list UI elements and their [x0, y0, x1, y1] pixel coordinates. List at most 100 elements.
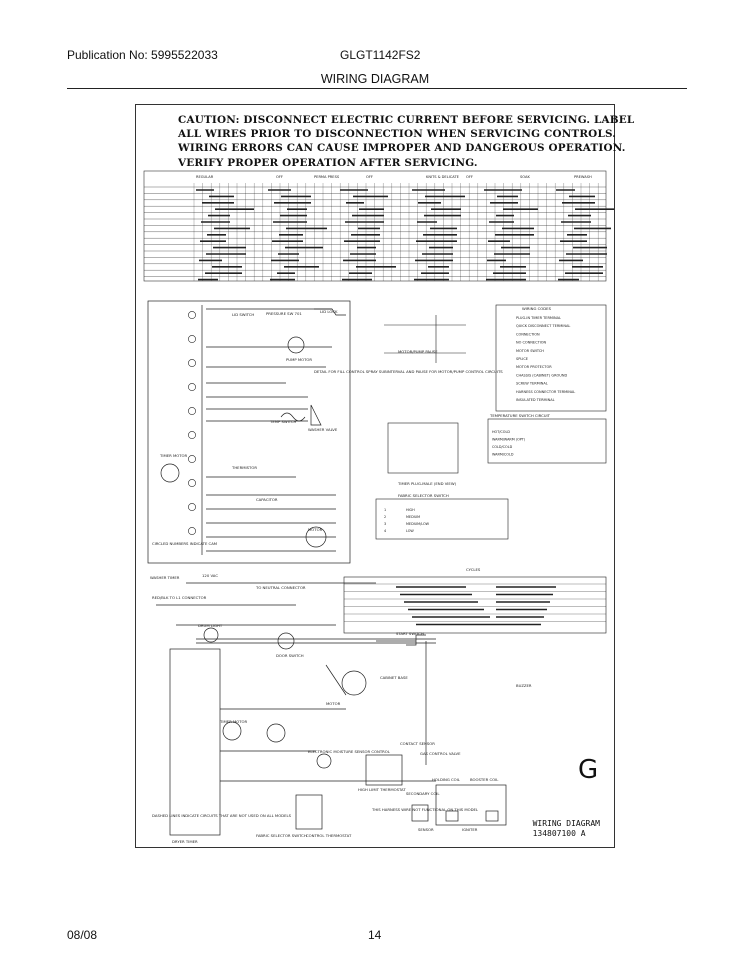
dryer-label-supply: 120 VAC: [202, 573, 218, 578]
dryer-label-to-neutral: TO NEUTRAL CONNECTOR: [255, 585, 306, 590]
cam-number-circle: [188, 455, 196, 463]
caution-line: WIRING ERRORS CAN CAUSE IMPROPER AND DAN…: [178, 142, 626, 155]
wiring-codes-list: PLUG-IN TIMER TERMINAL QUICK DISCONNECT T…: [516, 316, 575, 402]
wiring-code-item: SCREW TERMINAL: [516, 382, 548, 386]
diagram-letter: G: [578, 755, 599, 785]
fabric-position: 1: [384, 508, 386, 512]
timer-chart-rows: [144, 183, 614, 281]
dryer-label-harness-note: THIS HARNESS WIRE NOT FUNCTIONAL ON THIS…: [371, 807, 479, 812]
fabric-setting: MEDIUM/LOW: [406, 522, 430, 526]
header-rule: [67, 88, 687, 89]
timer-chart-header: KNITS & DELICATE: [426, 175, 460, 179]
dryer-label-timer-motor: TIMER MOTOR: [219, 719, 248, 724]
caution-line: ALL WIRES PRIOR TO DISCONNECTION WHEN SE…: [178, 128, 617, 141]
dryer-label-control-thermostat: CONTROL THERMOSTAT: [306, 833, 352, 838]
cycles-chart-rows: [344, 583, 606, 626]
page-number: 14: [368, 928, 382, 942]
cam-number-circle: [188, 503, 196, 511]
model-number: GLGT1142FS2: [340, 48, 421, 62]
timer-chart-header: OFF: [366, 175, 373, 179]
washer-label-wiring-codes-title: WIRING CODES: [522, 306, 552, 311]
washer-label-pressure-switch: PRESSURE SW 701: [266, 311, 302, 316]
washer-label-lid-lock: LID LOCK: [320, 309, 338, 314]
dryer-label-secondary-coil: SECONDARY COIL: [406, 791, 440, 796]
title-block-number: 134807100 A: [532, 829, 586, 838]
washer-label-thermistor: THERMISTOR: [231, 465, 257, 470]
fabric-position: 3: [384, 522, 386, 526]
dryer-label-door-light: DRUM LIGHT: [198, 623, 223, 628]
cycles-chart: [343, 576, 607, 634]
dryer-label-contact-sensor: CONTACT SENSOR: [400, 741, 435, 746]
dryer-label-connector: RED/BLK TO L1 CONNECTOR: [152, 595, 207, 600]
wiring-code-item: SPLICE: [516, 357, 528, 361]
fabric-position: 4: [384, 529, 386, 533]
cam-number-circle: [188, 383, 196, 391]
washer-label-spray-note: DETAIL FOR FILL CONTROL SPRAY SUBINTERVA…: [314, 369, 503, 374]
publication-number: Publication No: 5995522033: [67, 48, 218, 62]
dryer-label-cycles: CYCLES: [466, 567, 481, 572]
washer-label-circled-note: CIRCLED NUMBERS INDICATE CAM: [152, 541, 217, 546]
fabric-setting: LOW: [406, 529, 414, 533]
title-block-name: WIRING DIAGRAM: [532, 819, 600, 828]
dryer-label-high-limit: HIGH LIMIT THERMOSTAT: [358, 787, 406, 792]
cam-number-circle: [188, 479, 196, 487]
dryer-label-sensor: SENSOR: [418, 827, 434, 832]
dryer-labels: 120 VAC TO NEUTRAL CONNECTOR RED/BLK TO L1…: [152, 567, 532, 844]
fabric-setting: MEDIUM: [406, 515, 420, 519]
wiring-code-item: QUICK DISCONNECT TERMINAL: [516, 324, 570, 328]
dryer-label-buzzer-note: BUZZER: [516, 683, 532, 688]
dryer-label-dryer-timer: DRYER TIMER: [172, 839, 198, 844]
washer-label-lid-switch: LID SWITCH: [232, 312, 254, 317]
dryer-label-dashed-note: DASHED LINES INDICATE CIRCUITS THAT ARE …: [152, 813, 292, 818]
caution-line: VERIFY PROPER OPERATION AFTER SERVICING.: [178, 156, 478, 169]
dryer-schematic: [156, 582, 507, 836]
washer-label-temp-switch-title: TEMPERATURE SWITCH CIRCUIT: [489, 413, 551, 418]
wiring-code-item: MOTOR PROTECTOR: [516, 365, 552, 369]
dryer-label-booster-coil: BOOSTER COIL: [470, 777, 499, 782]
washer-label-washer-timer: WASHER TIMER: [150, 575, 180, 580]
temp-switch-row: WARM/WARM (OPT): [492, 438, 526, 442]
title-block: WIRING DIAGRAM 134807100 A: [533, 819, 600, 839]
dryer-label-holding-coil: HOLDING COIL: [432, 777, 461, 782]
washer-label-motor-pump-pause: MOTOR/PUMP PAUSE: [398, 349, 438, 354]
timer-chart-header: SOAK: [520, 175, 531, 179]
cam-number-circle: [188, 431, 196, 439]
footer-date: 08/08: [67, 928, 98, 942]
wiring-code-item: PLUG-IN TIMER TERMINAL: [516, 316, 561, 320]
page-title: WIRING DIAGRAM: [320, 72, 430, 86]
timer-sequence-chart: [143, 170, 607, 282]
fabric-position: 2: [384, 515, 386, 519]
timer-chart-header: PERMA PRESS: [314, 175, 340, 179]
washer-label-timer-motor: TIMER MOTOR: [159, 453, 188, 458]
dryer-label-cabinet-base: CABINET BASE: [380, 675, 408, 680]
timer-chart-headers: REGULAR OFF PERMA PRESS OFF KNITS & DELICATE…: [196, 175, 592, 179]
cam-number-circles: [188, 311, 196, 535]
wiring-code-item: CONNECTION: [516, 332, 540, 336]
washer-label-pump-motor: PUMP MOTOR: [286, 357, 312, 362]
dryer-label-electronic-sensor: ELECTRONIC MOISTURE SENSOR CONTROL: [308, 749, 391, 754]
washer-label-temp-switch: TEMP SWITCH: [269, 419, 297, 424]
dryer-label-fabric-selector: FABRIC SELECTOR SWITCH: [256, 833, 307, 838]
wiring-code-item: MOTOR SWITCH: [516, 349, 544, 353]
wiring-diagram-sheet: CAUTION: DISCONNECT ELECTRIC CURRENT BEF…: [135, 104, 635, 848]
dryer-label-gas-valve: GAS CONTROL VALVE: [420, 751, 461, 756]
wiring-codes-box: [487, 304, 607, 464]
timer-chart-header: PREWASH: [574, 175, 592, 179]
cam-number-circle: [188, 407, 196, 415]
timer-chart-header: OFF: [466, 175, 473, 179]
dryer-label-door-switch: DOOR SWITCH: [276, 653, 304, 658]
wiring-code-item: NO CONNECTION: [516, 341, 547, 345]
caution-line: CAUTION: DISCONNECT ELECTRIC CURRENT BEF…: [178, 114, 635, 126]
washer-label-fabric-selector-title: FABRIC SELECTOR SWITCH: [398, 493, 449, 498]
timer-chart-header: REGULAR: [196, 175, 214, 179]
temp-switch-row: WARM/COLD: [492, 453, 514, 457]
wiring-code-item: CHASSIS (CABINET) GROUND: [516, 373, 567, 377]
wiring-code-item: INSULATED TERMINAL: [516, 398, 555, 402]
temp-switch-row: COLD/COLD: [492, 445, 513, 449]
dryer-label-start-switch: START SWITCH: [396, 631, 424, 636]
washer-label-motor: MOTOR: [308, 527, 323, 532]
caution-notice: CAUTION: DISCONNECT ELECTRIC CURRENT BEF…: [178, 113, 635, 170]
